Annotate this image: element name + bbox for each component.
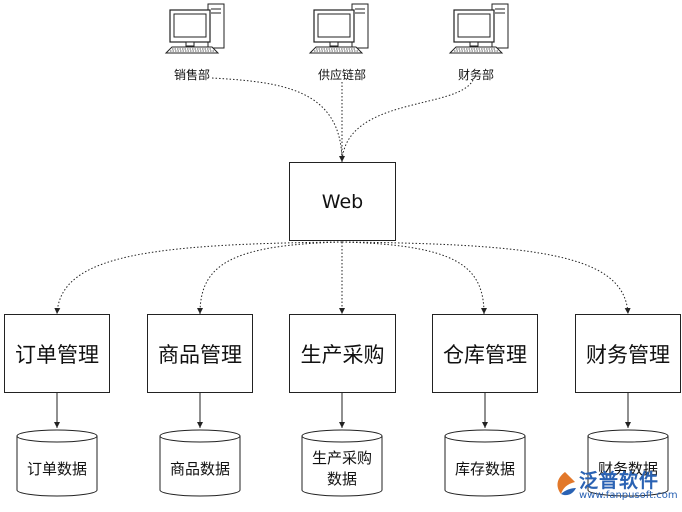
dept-label-sales: 销售部 <box>173 68 210 82</box>
db-label-orders: 订单数据 <box>26 460 87 478</box>
connector-web-products <box>197 241 343 315</box>
db-label-purchasing: 生产采购数据 <box>311 449 372 488</box>
connector-web-warehouse <box>341 241 487 315</box>
db-label-inventory: 库存数据 <box>454 460 515 478</box>
fanpu-logo-icon <box>557 472 576 496</box>
desktop-computer-icon <box>309 3 369 54</box>
desktop-computer-icon <box>449 3 509 54</box>
dept-label-supply-chain: 供应链部 <box>317 68 366 82</box>
connector-web-orders <box>54 241 343 315</box>
db-label-finance: 财务数据 <box>597 460 658 478</box>
module-purchasing: 生产采购 <box>289 314 396 393</box>
module-warehouse: 仓库管理 <box>432 314 538 393</box>
connector-finance-web <box>341 79 474 163</box>
web-server-box: Web <box>289 162 396 241</box>
fanpu-watermark: 泛普软件 www.fanpusoft.com <box>553 468 679 508</box>
module-products: 商品管理 <box>147 314 253 393</box>
dept-label-finance: 财务部 <box>457 68 494 82</box>
db-label-products: 商品数据 <box>169 460 230 478</box>
desktop-computer-icon <box>165 3 225 54</box>
watermark-url: www.fanpusoft.com <box>579 490 678 501</box>
connector-web-finance <box>341 241 631 315</box>
module-finance: 财务管理 <box>575 314 681 393</box>
connector-sales-web <box>211 77 345 163</box>
module-orders: 订单管理 <box>4 314 110 393</box>
watermark-brand-name: 泛普软件 <box>579 470 660 492</box>
